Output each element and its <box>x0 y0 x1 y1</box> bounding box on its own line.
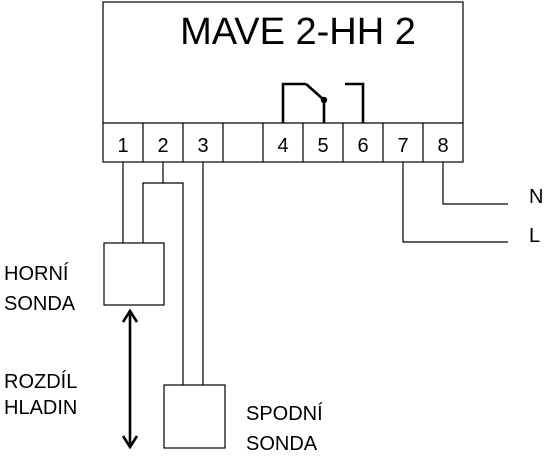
device-title: MAVE 2-HH 2 <box>180 11 416 53</box>
controller-housing <box>102 1 464 163</box>
relay-pivot-dot <box>320 96 328 104</box>
level-difference-label-line2: HLADIN <box>4 397 77 419</box>
terminal-label-3: 3 <box>197 135 208 157</box>
supply-wiring <box>402 162 508 243</box>
terminal-label-2: 2 <box>157 135 168 157</box>
lower-probe-box <box>163 384 226 449</box>
level-difference-arrow <box>121 308 139 450</box>
probe-wiring <box>122 162 204 385</box>
terminal-label-8: 8 <box>437 135 448 157</box>
upper-probe-label-line2: SONDA <box>4 293 76 315</box>
terminal-label-4: 4 <box>277 135 288 157</box>
supply-n-label: N <box>529 186 543 208</box>
lower-probe-label-line2: SONDA <box>246 433 318 455</box>
level-difference-label-line1: ROZDÍL <box>4 370 77 393</box>
supply-l-label: L <box>529 225 540 247</box>
terminal-label-7: 7 <box>397 135 408 157</box>
upper-probe-box <box>103 242 165 306</box>
terminal-label-1: 1 <box>117 135 128 157</box>
terminal-label-6: 6 <box>357 135 368 157</box>
upper-probe-label-line1: HORNÍ <box>4 262 69 285</box>
relay-contact-symbol <box>281 82 365 123</box>
lower-probe-label-line1: SPODNÍ <box>246 402 323 425</box>
terminal-label-5: 5 <box>317 135 328 157</box>
